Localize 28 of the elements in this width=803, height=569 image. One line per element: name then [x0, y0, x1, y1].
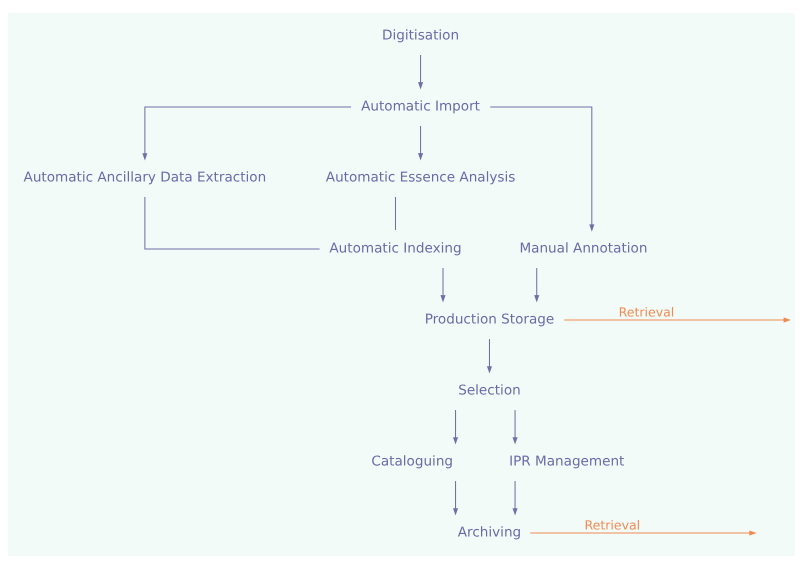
node-text: Automatic Import	[361, 98, 480, 115]
node-text: Automatic Essence Analysis	[326, 170, 516, 186]
arrow	[512, 481, 518, 516]
arrow	[418, 126, 424, 160]
arrow	[564, 317, 791, 323]
node-text: Cataloguing	[371, 454, 454, 470]
arrow	[490, 106, 594, 232]
arrow	[452, 481, 458, 516]
node-text: IPR Management	[509, 454, 624, 470]
node-text: Automatic Ancillary Data Extraction	[24, 170, 266, 186]
arrow	[530, 530, 757, 536]
edge-label: Retrieval	[618, 304, 674, 320]
arrow	[486, 339, 492, 374]
node-text: Automatic Indexing	[329, 240, 462, 257]
arrow	[142, 106, 351, 161]
node-text: Selection	[458, 382, 521, 399]
arrow	[512, 410, 518, 445]
node-text: Production Storage	[424, 312, 554, 328]
node-text: Manual Annotation	[519, 240, 648, 257]
arrow	[534, 268, 540, 302]
arrow	[418, 55, 424, 90]
connector	[144, 197, 320, 250]
node-text: Digitisation	[382, 28, 460, 44]
node-text: Archiving	[458, 524, 522, 541]
connector	[394, 197, 396, 230]
edge-label: Retrieval	[584, 517, 640, 532]
arrow	[452, 410, 458, 445]
arrow	[440, 268, 446, 302]
